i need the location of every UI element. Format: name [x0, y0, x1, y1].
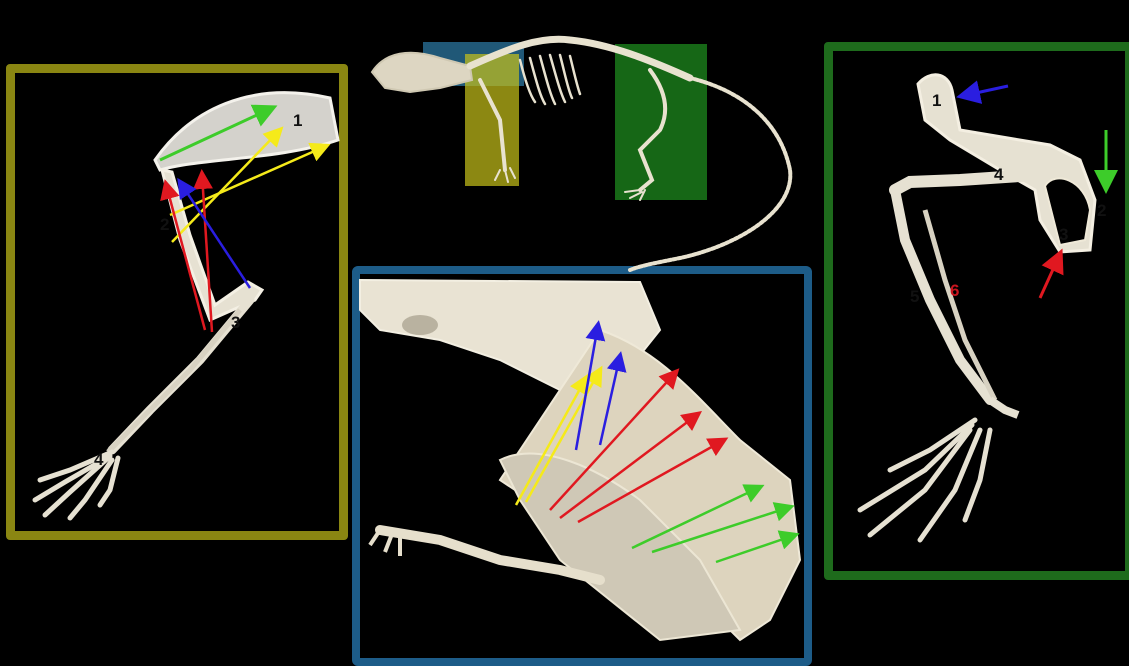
hindlimb-label-4: 4	[994, 166, 1003, 183]
hindlimb-bones	[860, 75, 1095, 540]
hindlimb-label-6: 6	[950, 282, 959, 299]
forelimb-label-2: 2	[160, 216, 169, 233]
hindlimb-label-1: 1	[932, 92, 941, 109]
neck-closeup	[360, 280, 800, 640]
skeleton-illustration	[0, 0, 1129, 652]
forelimb-bones	[35, 93, 338, 518]
hindlimb-label-2: 2	[1097, 202, 1106, 219]
hindlimb-label-3: 3	[1059, 226, 1068, 243]
forelimb-label-4: 4	[94, 451, 103, 468]
forelimb-label-3: 3	[231, 314, 240, 331]
full-skeleton	[372, 39, 790, 270]
forelimb-label-1: 1	[293, 112, 302, 129]
hindlimb-label-5: 5	[910, 288, 919, 305]
